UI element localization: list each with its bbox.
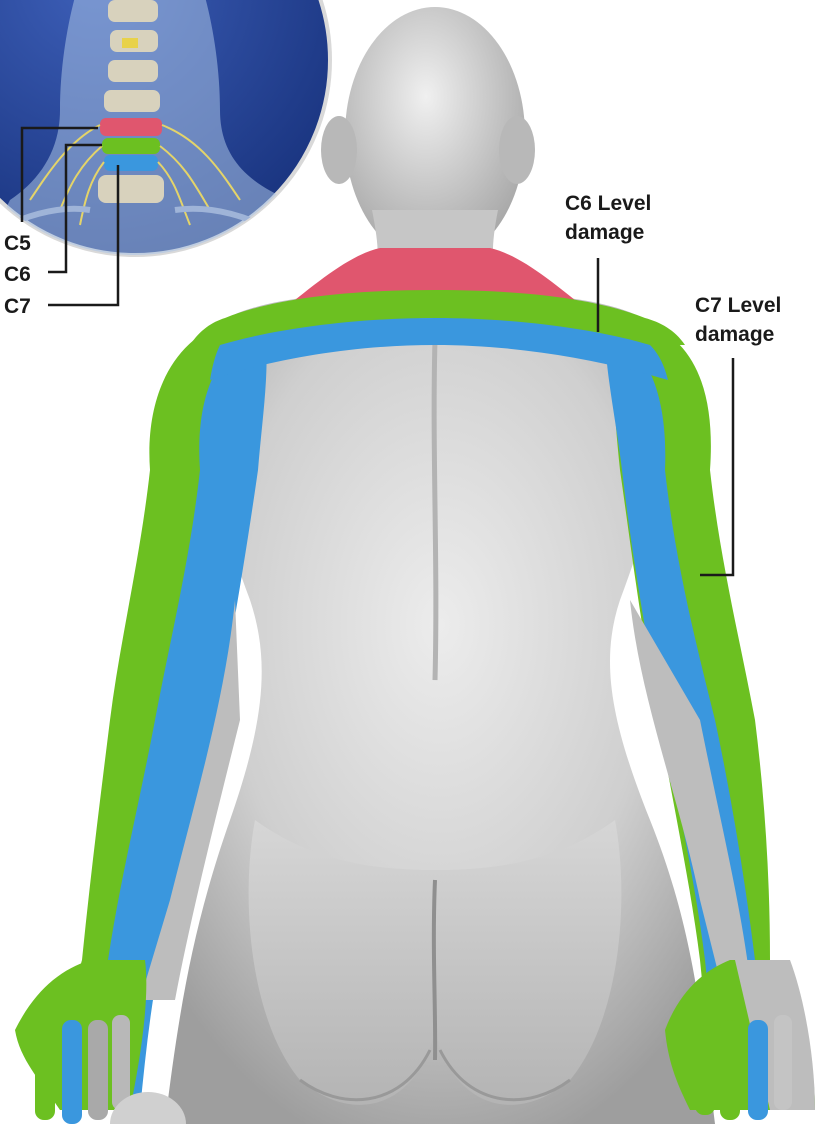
label-c6-level-damage-line2: damage	[565, 219, 644, 246]
label-c6-level-damage-line1: C6 Level	[565, 190, 651, 217]
label-c6: C6	[4, 261, 31, 288]
label-c7: C7	[4, 293, 31, 320]
label-c7-level-damage-line1: C7 Level	[695, 292, 781, 319]
head	[321, 7, 535, 290]
label-c7-level-damage-line2: damage	[695, 321, 774, 348]
label-c5: C5	[4, 230, 31, 257]
cervical-spine-inset-icon	[0, 0, 335, 260]
